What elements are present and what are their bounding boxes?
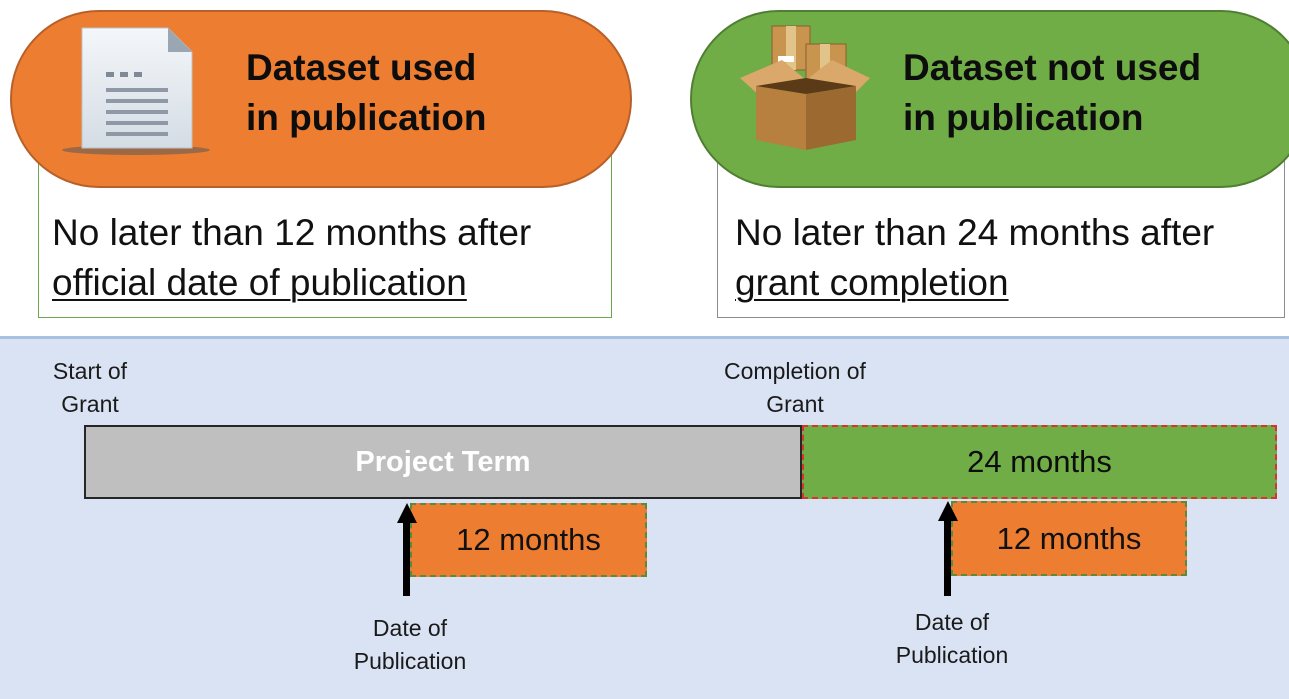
- not-used-rule-prefix: No later than 24 months after: [735, 212, 1215, 253]
- open-box-icon: [740, 25, 870, 150]
- post-grant-24-months-label: 24 months: [967, 444, 1112, 479]
- used-rule-text: No later than 12 months after official d…: [52, 208, 531, 308]
- date-of-publication-label-2: Date of Publication: [895, 609, 1009, 668]
- document-icon: [62, 27, 210, 155]
- not-used-rule-underlined: grant completion: [735, 262, 1009, 303]
- used-rule-underlined: official date of publication: [52, 262, 467, 303]
- used-title: Dataset used in publication: [246, 47, 487, 138]
- publication-arrow-1-stem: [403, 520, 410, 596]
- publication-window-1-label: 12 months: [456, 522, 601, 557]
- publication-window-1: 12 months: [410, 503, 647, 577]
- publication-arrow-2-stem: [944, 518, 951, 596]
- project-term-bar: Project Term: [84, 425, 802, 499]
- not-used-rule-text: No later than 24 months after grant comp…: [735, 208, 1214, 308]
- project-term-label: Project Term: [355, 445, 531, 478]
- publication-arrow-2-head: [938, 501, 958, 521]
- date-of-publication-label-1: Date of Publication: [353, 615, 467, 674]
- post-grant-24-months-bar: 24 months: [802, 425, 1277, 499]
- completion-of-grant-label: Completion of Grant: [724, 358, 866, 417]
- publication-arrow-1-head: [397, 503, 417, 523]
- used-rule-prefix: No later than 12 months after: [52, 212, 532, 253]
- not-used-title: Dataset not used in publication: [903, 47, 1202, 138]
- publication-window-2: 12 months: [951, 501, 1187, 576]
- start-of-grant-label: Start of Grant: [52, 358, 128, 417]
- publication-window-2-label: 12 months: [996, 520, 1142, 556]
